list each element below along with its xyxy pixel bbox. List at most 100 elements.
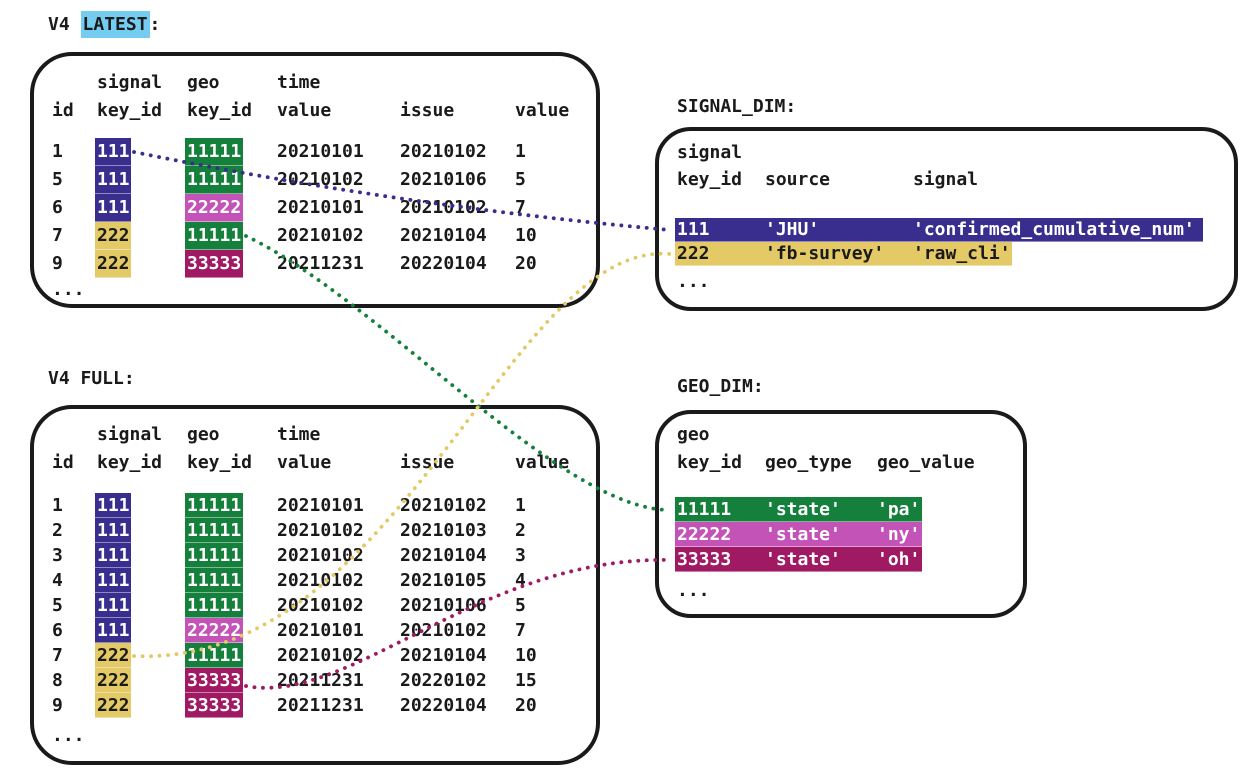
v4-latest-cell: 20210106	[400, 169, 487, 190]
v4-latest-column-header: key_id	[97, 100, 163, 121]
v4-full-ellipsis: ...	[52, 725, 85, 746]
v4-full-cell: 20210105	[400, 570, 487, 591]
geo-dim-column-header: geo_type	[765, 452, 852, 473]
v4-latest-cell: 20211231	[277, 253, 364, 274]
v4-full-row-highlight-yellow	[95, 643, 131, 668]
v4-full-row-highlight-yellow	[95, 668, 131, 693]
geo-dim-cell: 'state'	[765, 549, 841, 570]
v4-full-cell: 20220104	[400, 695, 487, 716]
signal-dim-cell: 'confirmed_cumulative_num'	[913, 219, 1195, 240]
v4-full-cell: 2	[52, 520, 63, 541]
v4-latest-cell: 20210101	[277, 197, 364, 218]
signal-dim-column-header: source	[765, 169, 831, 190]
v4-full-cell: 7	[515, 620, 526, 641]
v4-full-column-header: key_id	[97, 452, 163, 473]
v4-full-row-highlight-purple	[95, 493, 131, 518]
signal-dim-ellipsis: ...	[677, 271, 710, 292]
geo-dim-cell: 'ny'	[877, 524, 921, 545]
v4-latest-cell: 20210102	[277, 169, 364, 190]
geo-dim-cell: 'oh'	[877, 549, 921, 570]
v4-full-cell: 20211231	[277, 670, 364, 691]
v4-latest-row-highlight-yellow	[95, 222, 131, 250]
v4-full-cell: 111	[97, 520, 130, 541]
geo-dim-cell: 'state'	[765, 499, 841, 520]
v4-latest-cell: 20210102	[400, 197, 487, 218]
v4-full-cell: 20210106	[400, 595, 487, 616]
geo-dim-row-highlight-green	[675, 497, 922, 522]
v4-full-cell: 111	[97, 495, 130, 516]
v4-latest-title-suffix: :	[149, 14, 161, 35]
v4-full-row-highlight-purple	[95, 543, 131, 568]
v4-full-column-header: value	[515, 452, 570, 473]
signal-dim-cell: 'fb-survey'	[765, 243, 885, 264]
v4-latest-cell: 1	[52, 141, 63, 162]
v4-full-column-header: issue	[400, 452, 455, 473]
v4-latest-cell: 20	[515, 253, 537, 274]
v4-full-cell: 20210102	[277, 645, 364, 666]
v4-full-column-header: value	[277, 452, 332, 473]
signal-dim-column-header: signal	[677, 142, 743, 163]
v4-full-cell: 22222	[187, 620, 242, 641]
geo-dim-column-header: key_id	[677, 452, 743, 473]
v4-latest-title: V4 LATEST:	[48, 11, 161, 38]
v4-latest-cell: 111	[97, 141, 130, 162]
signal-dim-cell: 'raw_cli'	[913, 243, 1011, 264]
v4-latest-column-header: value	[515, 100, 570, 121]
geo-dim-cell: 'state'	[765, 524, 841, 545]
v4-full-column-header: id	[52, 452, 74, 473]
v4-full-cell: 111	[97, 545, 130, 566]
v4-full-row-highlight-purple	[95, 593, 131, 618]
v4-latest-cell: 5	[515, 169, 526, 190]
v4-full-cell: 111	[97, 595, 130, 616]
v4-full-column-header: time	[277, 424, 321, 445]
v4-full-cell: 4	[52, 570, 63, 591]
geo-dim-cell: 33333	[677, 549, 732, 570]
signal-dim-row-highlight-purple	[675, 218, 1203, 242]
v4-latest-cell: 11111	[187, 141, 242, 162]
v4-latest-cell: 22222	[187, 197, 242, 218]
v4-full-cell: 6	[52, 620, 63, 641]
v4-full-row-highlight-purple	[95, 618, 131, 643]
v4-full-cell: 222	[97, 695, 130, 716]
v4-full-cell: 20210102	[400, 495, 487, 516]
v4-latest-cell: 20210101	[277, 141, 364, 162]
v4-full-cell: 15	[515, 670, 537, 691]
v4-full-cell: 4	[515, 570, 526, 591]
v4-latest-column-header: value	[277, 100, 332, 121]
v4-latest-cell: 5	[52, 169, 63, 190]
geo-dim-ellipsis: ...	[677, 580, 710, 601]
v4-latest-row-highlight-purple	[95, 194, 131, 222]
v4-full-cell: 1	[52, 495, 63, 516]
v4-latest-title-prefix: V4	[48, 14, 81, 35]
v4-full-cell: 20210101	[277, 620, 364, 641]
geo-dim-row-highlight-pink	[675, 522, 922, 547]
v4-latest-cell: 222	[97, 253, 130, 274]
v4-full-cell: 8	[52, 670, 63, 691]
v4-full-cell: 111	[97, 570, 130, 591]
v4-latest-column-header: time	[277, 72, 321, 93]
geo-dim-column-header: geo	[677, 424, 710, 445]
v4-full-row-highlight-yellow	[95, 693, 131, 718]
v4-full-cell: 20210102	[277, 570, 364, 591]
v4-latest-cell: 20220104	[400, 253, 487, 274]
geo-dim-title: GEO_DIM:	[677, 376, 764, 397]
v4-full-cell: 5	[52, 595, 63, 616]
signal-dim-cell: 222	[677, 243, 710, 264]
v4-latest-column-header: key_id	[187, 100, 253, 121]
v4-full-row-highlight-maroon	[185, 668, 243, 693]
v4-full-cell: 20220102	[400, 670, 487, 691]
v4-full-cell: 20210102	[277, 595, 364, 616]
v4-latest-title-highlighted-word: LATEST	[80, 11, 150, 38]
signal-dim-column-header: signal	[913, 169, 979, 190]
v4-full-cell: 222	[97, 645, 130, 666]
v4-full-cell: 11111	[187, 545, 242, 566]
v4-full-column-header: signal	[97, 424, 163, 445]
v4-full-cell: 3	[515, 545, 526, 566]
v4-latest-cell: 111	[97, 169, 130, 190]
v4-full-cell: 20210101	[277, 495, 364, 516]
v4-full-cell: 20210102	[400, 620, 487, 641]
v4-latest-ellipsis: ...	[52, 279, 85, 300]
v4-full-cell: 111	[97, 620, 130, 641]
v4-latest-cell: 20210102	[400, 141, 487, 162]
v4-full-cell: 11111	[187, 520, 242, 541]
